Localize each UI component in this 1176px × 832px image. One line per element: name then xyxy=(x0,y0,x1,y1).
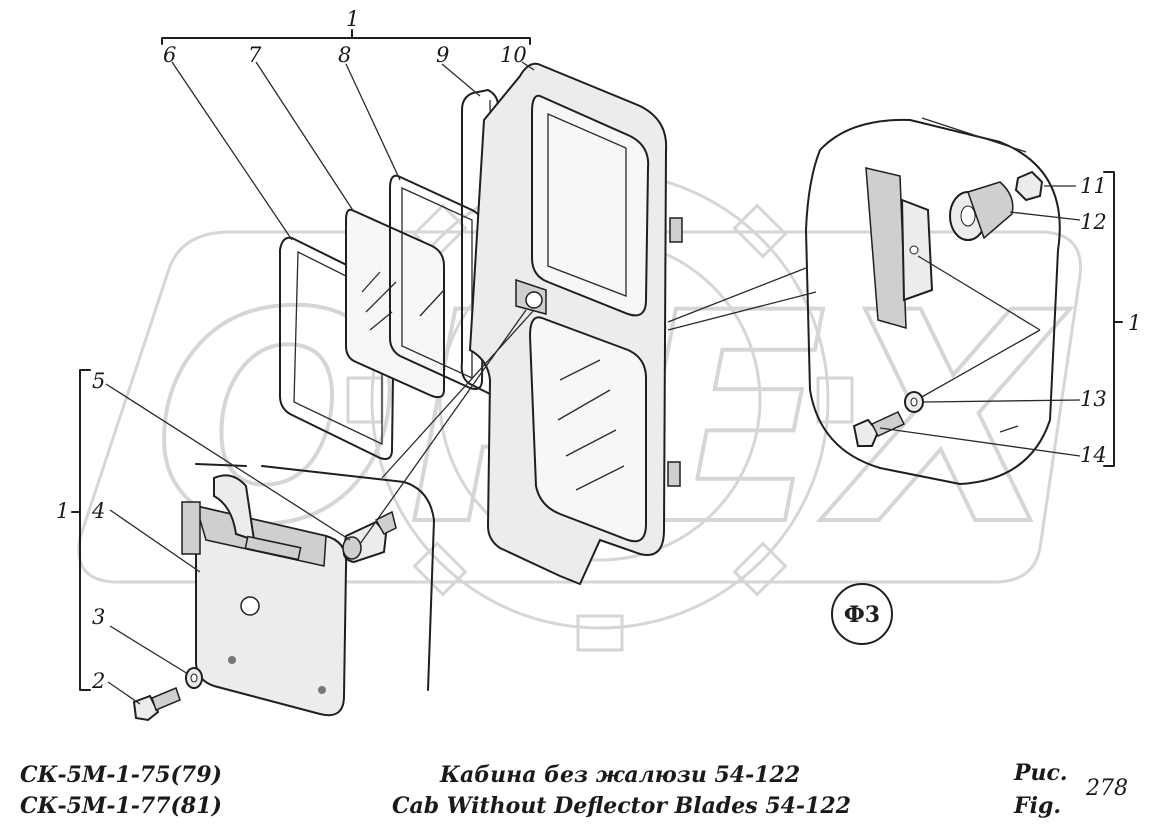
callout-numbers: 1 6 7 8 9 10 11 12 1 13 14 5 1 4 3 2 xyxy=(56,7,1141,693)
callout-13: 13 xyxy=(1080,387,1107,411)
stamp-f3-label: Ф3 xyxy=(844,602,880,628)
figure-label-ru: Рис. xyxy=(1014,760,1068,786)
lower-hinge xyxy=(667,461,681,487)
top-group-bracket xyxy=(161,29,531,45)
part-14-bolt xyxy=(852,411,906,447)
callout-1-top: 1 xyxy=(346,7,359,31)
callout-14: 14 xyxy=(1080,443,1107,467)
part-10-door xyxy=(468,62,683,586)
right-group-bracket xyxy=(1103,171,1123,467)
callout-11: 11 xyxy=(1080,174,1107,198)
figure-label-en: Fig. xyxy=(1014,793,1062,819)
figure-number: 278 xyxy=(1086,776,1128,801)
right-leader-lines xyxy=(879,185,1081,457)
bracket-plate xyxy=(865,167,907,330)
callout-1-right: 1 xyxy=(1128,311,1141,335)
part-2-bolt xyxy=(132,686,181,722)
callout-5: 5 xyxy=(92,369,105,393)
top-leader-lines xyxy=(171,61,535,241)
callout-8: 8 xyxy=(338,43,351,67)
part-5-lock-cylinder xyxy=(342,510,397,564)
watermark-plate xyxy=(77,230,1082,584)
model-code-line-2: СК-5М-1-77(81) xyxy=(20,793,222,819)
callout-12: 12 xyxy=(1080,210,1107,234)
callout-9: 9 xyxy=(436,43,449,67)
callout-10: 10 xyxy=(500,43,527,67)
figure-title-en: Cab Without Deflector Blades 54-122 xyxy=(392,793,851,819)
detail-balloon xyxy=(667,117,1061,485)
part-11-nut xyxy=(1014,170,1044,202)
stamp-f3: Ф3 xyxy=(831,583,893,645)
callout-4: 4 xyxy=(91,499,105,523)
callout-7: 7 xyxy=(248,43,262,67)
upper-hinge xyxy=(669,217,683,243)
figure-title-ru: Кабина без жалюзи 54-122 xyxy=(440,762,801,788)
part-13-washer xyxy=(904,391,924,413)
part-12-bushing xyxy=(949,181,1014,241)
callout-2: 2 xyxy=(91,669,105,693)
callout-3: 3 xyxy=(92,605,105,629)
left-group-bracket xyxy=(71,369,91,691)
callout-1-left: 1 xyxy=(56,499,69,523)
left-leader-lines xyxy=(105,309,535,705)
part-4-lock-plate xyxy=(181,474,348,717)
model-code-line-1: СК-5М-1-75(79) xyxy=(20,762,222,788)
callout-6: 6 xyxy=(163,43,176,67)
part-3-washer xyxy=(185,667,203,689)
